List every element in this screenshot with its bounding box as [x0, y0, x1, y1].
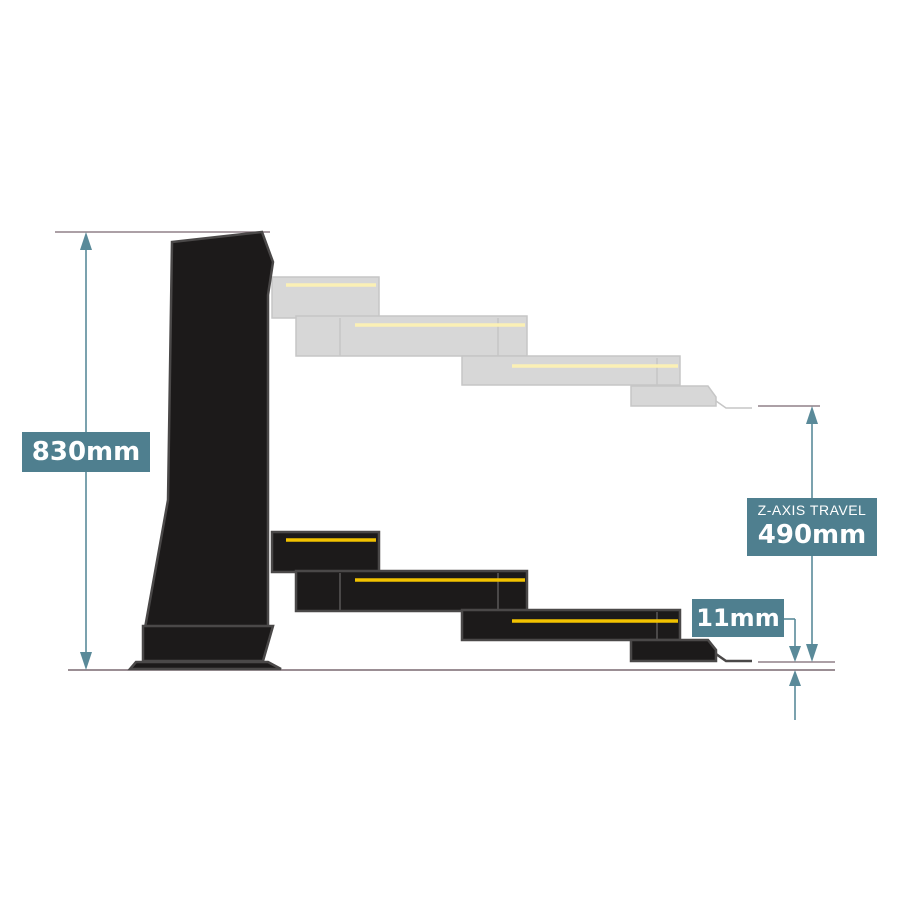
active-accent-stripes — [286, 538, 678, 623]
z-axis-travel-caption: Z-AXIS TRAVEL — [757, 502, 867, 518]
machine-base — [141, 624, 275, 663]
ghost-accent-stripes — [286, 283, 678, 368]
machine-column — [143, 230, 275, 630]
z-axis-travel-value: 490mm — [757, 520, 867, 550]
clearance-dimension-arrows — [784, 618, 801, 720]
machine-foot — [127, 660, 282, 671]
base-clearance-label: 11mm — [692, 599, 784, 637]
ghost-arm-raised — [271, 276, 752, 409]
total-height-label: 830mm — [22, 432, 150, 472]
z-axis-travel-label: Z-AXIS TRAVEL 490mm — [747, 498, 877, 556]
active-arm-lowered — [270, 530, 752, 663]
